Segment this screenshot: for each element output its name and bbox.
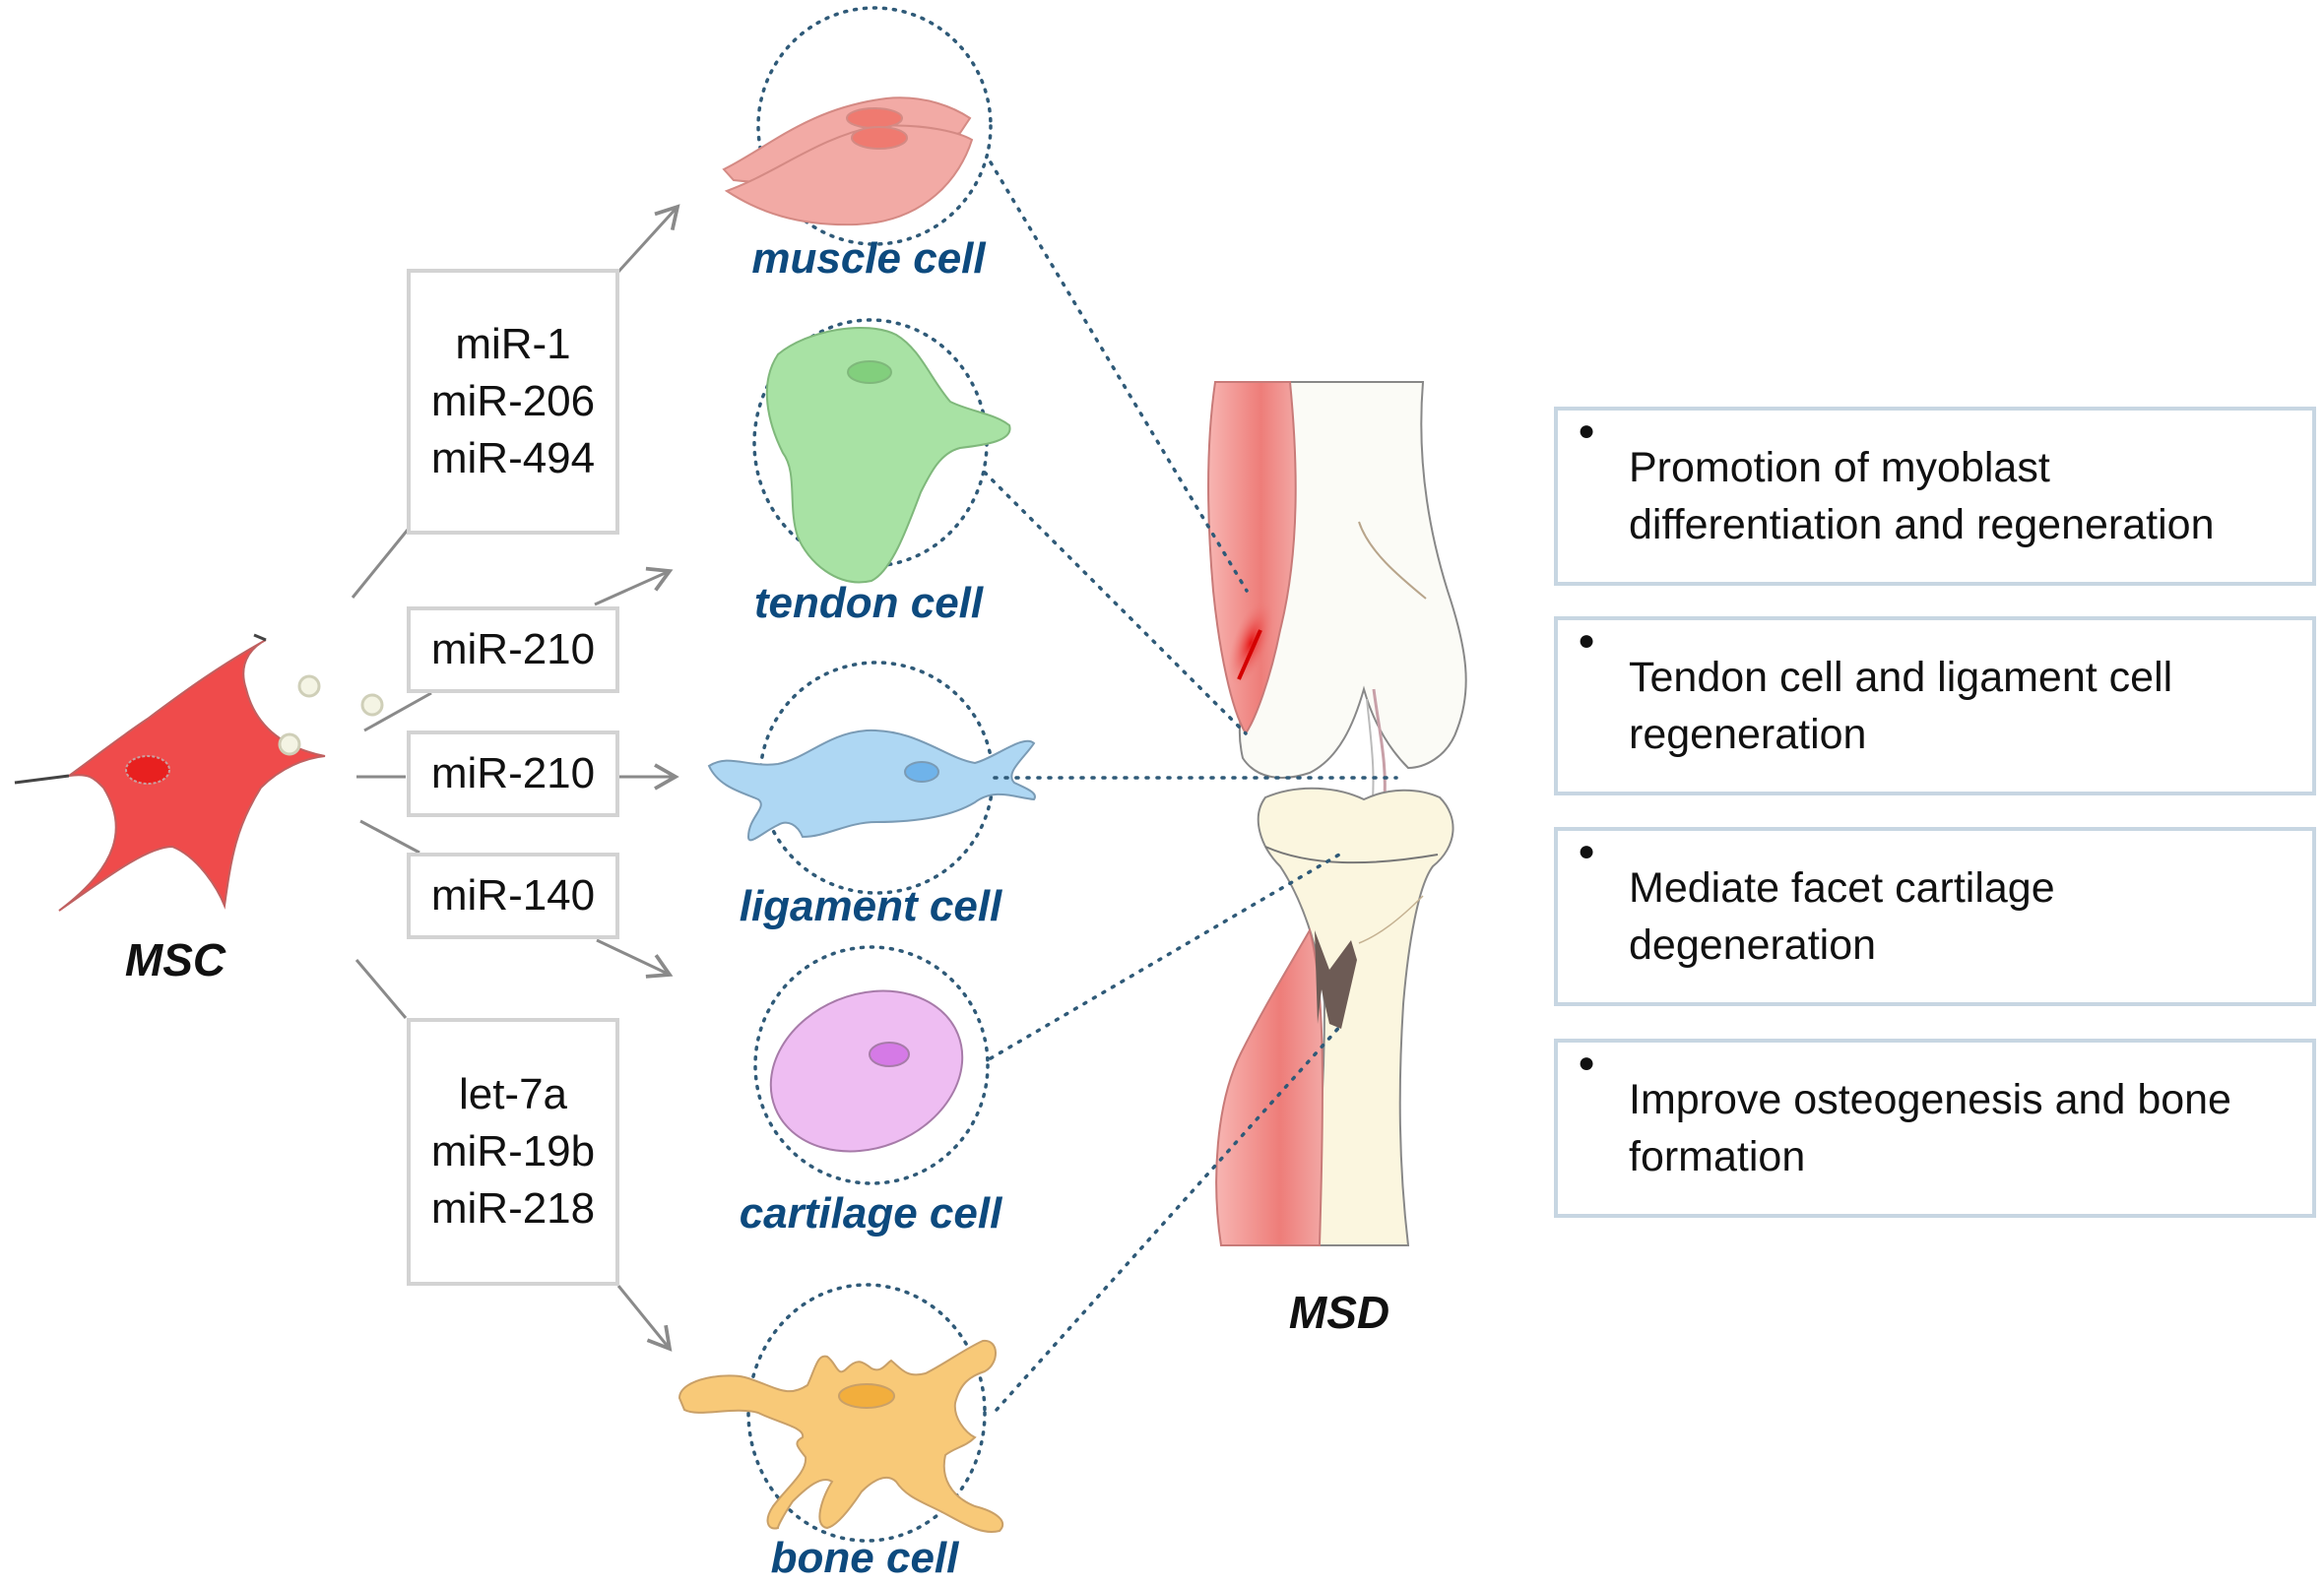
muscle-injury bbox=[1228, 601, 1273, 685]
calf-muscle bbox=[1215, 927, 1323, 1246]
bone-cell-illustration bbox=[678, 1283, 1004, 1543]
cell-label-bone: bone cell bbox=[770, 1534, 959, 1582]
msc-cell-body bbox=[14, 639, 326, 912]
exosome-icon bbox=[360, 693, 384, 717]
muscle-cell-body bbox=[724, 124, 974, 226]
muscle-cell-illustration bbox=[722, 6, 993, 246]
tendon-cell-nucleus bbox=[847, 360, 892, 384]
ligament-cell-illustration bbox=[707, 661, 1036, 895]
cartilage-cell-illustration bbox=[753, 945, 990, 1185]
effect-text: Mediate facet cartilage degeneration bbox=[1629, 864, 2055, 969]
connector-line bbox=[359, 819, 420, 855]
bullet-icon: ● bbox=[1578, 1047, 1596, 1079]
effect-box-cartilage: ● Mediate facet cartilage degeneration bbox=[1554, 827, 2316, 1006]
bone-cell-body bbox=[678, 1339, 1004, 1533]
connector-line bbox=[355, 959, 408, 1019]
bone-fracture bbox=[1315, 930, 1357, 1029]
mirna-label: miR-494 bbox=[430, 434, 596, 482]
connector-arrow bbox=[596, 938, 674, 979]
mirna-label: miR-140 bbox=[430, 871, 596, 920]
cell-to-tissue-lines bbox=[983, 160, 1398, 1412]
effect-box-muscle: ● Promotion of myoblast differentiation … bbox=[1554, 407, 2316, 586]
mirna-label: miR-218 bbox=[430, 1184, 596, 1233]
bone-cell-nucleus bbox=[838, 1383, 895, 1409]
connector-arrow bbox=[594, 566, 674, 606]
mirna-label: miR-210 bbox=[430, 625, 596, 673]
msc-nucleus bbox=[125, 755, 170, 785]
bullet-icon: ● bbox=[1578, 414, 1596, 447]
bullet-icon: ● bbox=[1578, 835, 1596, 867]
cartilage-cell-halo bbox=[753, 945, 990, 1185]
connector-arrow bbox=[616, 204, 680, 274]
msc-cell-illustration bbox=[14, 633, 384, 912]
cartilage-cell-nucleus bbox=[869, 1042, 910, 1067]
connector-line bbox=[363, 691, 432, 732]
connector-arrow bbox=[616, 1285, 673, 1352]
mirna-label: miR-206 bbox=[430, 377, 596, 425]
ligament-cell-body bbox=[707, 729, 1036, 842]
cell-label-muscle: muscle cell bbox=[751, 234, 986, 283]
mirna-box-muscle: miR-1 miR-206 miR-494 bbox=[407, 269, 619, 535]
muscle-cell-halo bbox=[756, 6, 993, 246]
tendon-cell-body bbox=[765, 326, 1011, 584]
msc-label: MSC bbox=[124, 934, 226, 985]
msd-label: MSD bbox=[1288, 1287, 1390, 1338]
dotted-line-bone bbox=[995, 1022, 1344, 1412]
mirna-label: let-7a bbox=[458, 1070, 568, 1118]
cell-label-ligament: ligament cell bbox=[739, 882, 1002, 930]
mirna-box-bone: let-7a miR-19b miR-218 bbox=[407, 1018, 619, 1286]
dotted-line-muscle bbox=[989, 160, 1249, 593]
mirna-label: miR-210 bbox=[430, 749, 596, 797]
bullet-icon: ● bbox=[1578, 624, 1596, 657]
mirna-label: miR-19b bbox=[430, 1127, 596, 1175]
effect-text: Improve osteogenesis and bone formation bbox=[1629, 1076, 2231, 1180]
cartilage-cell-body bbox=[769, 989, 964, 1153]
effect-text: Promotion of myoblast differentiation an… bbox=[1629, 444, 2215, 548]
effect-box-bone: ● Improve osteogenesis and bone formatio… bbox=[1554, 1039, 2316, 1218]
mirna-box-tendon: miR-210 bbox=[407, 606, 619, 693]
cells-layer bbox=[678, 6, 1036, 1543]
tibia-bone bbox=[1257, 787, 1454, 1246]
bone-cell-halo bbox=[746, 1283, 987, 1543]
mirna-box-cartilage: miR-140 bbox=[407, 853, 619, 939]
exosome-icon bbox=[278, 732, 301, 756]
connectors bbox=[351, 204, 680, 1352]
tendon-cell-illustration bbox=[752, 318, 1011, 584]
connector-line bbox=[351, 529, 410, 599]
dotted-line-tendon bbox=[983, 471, 1248, 735]
knee-joint-illustration bbox=[1206, 381, 1467, 1246]
cell-label-tendon: tendon cell bbox=[753, 579, 984, 627]
mirna-box-ligament: miR-210 bbox=[407, 730, 619, 817]
exosome-icon bbox=[297, 674, 321, 698]
mirna-label: miR-1 bbox=[455, 320, 571, 368]
effect-box-tendon-ligament: ● Tendon cell and ligament cell regenera… bbox=[1554, 616, 2316, 795]
effect-text: Tendon cell and ligament cell regenerati… bbox=[1629, 654, 2173, 758]
muscle-cell-nucleus bbox=[851, 126, 908, 150]
cell-label-cartilage: cartilage cell bbox=[739, 1189, 1002, 1238]
ligament-cell-nucleus bbox=[904, 761, 939, 783]
muscle-cell-nucleus bbox=[846, 107, 903, 129]
dotted-line-cartilage bbox=[989, 853, 1341, 1060]
